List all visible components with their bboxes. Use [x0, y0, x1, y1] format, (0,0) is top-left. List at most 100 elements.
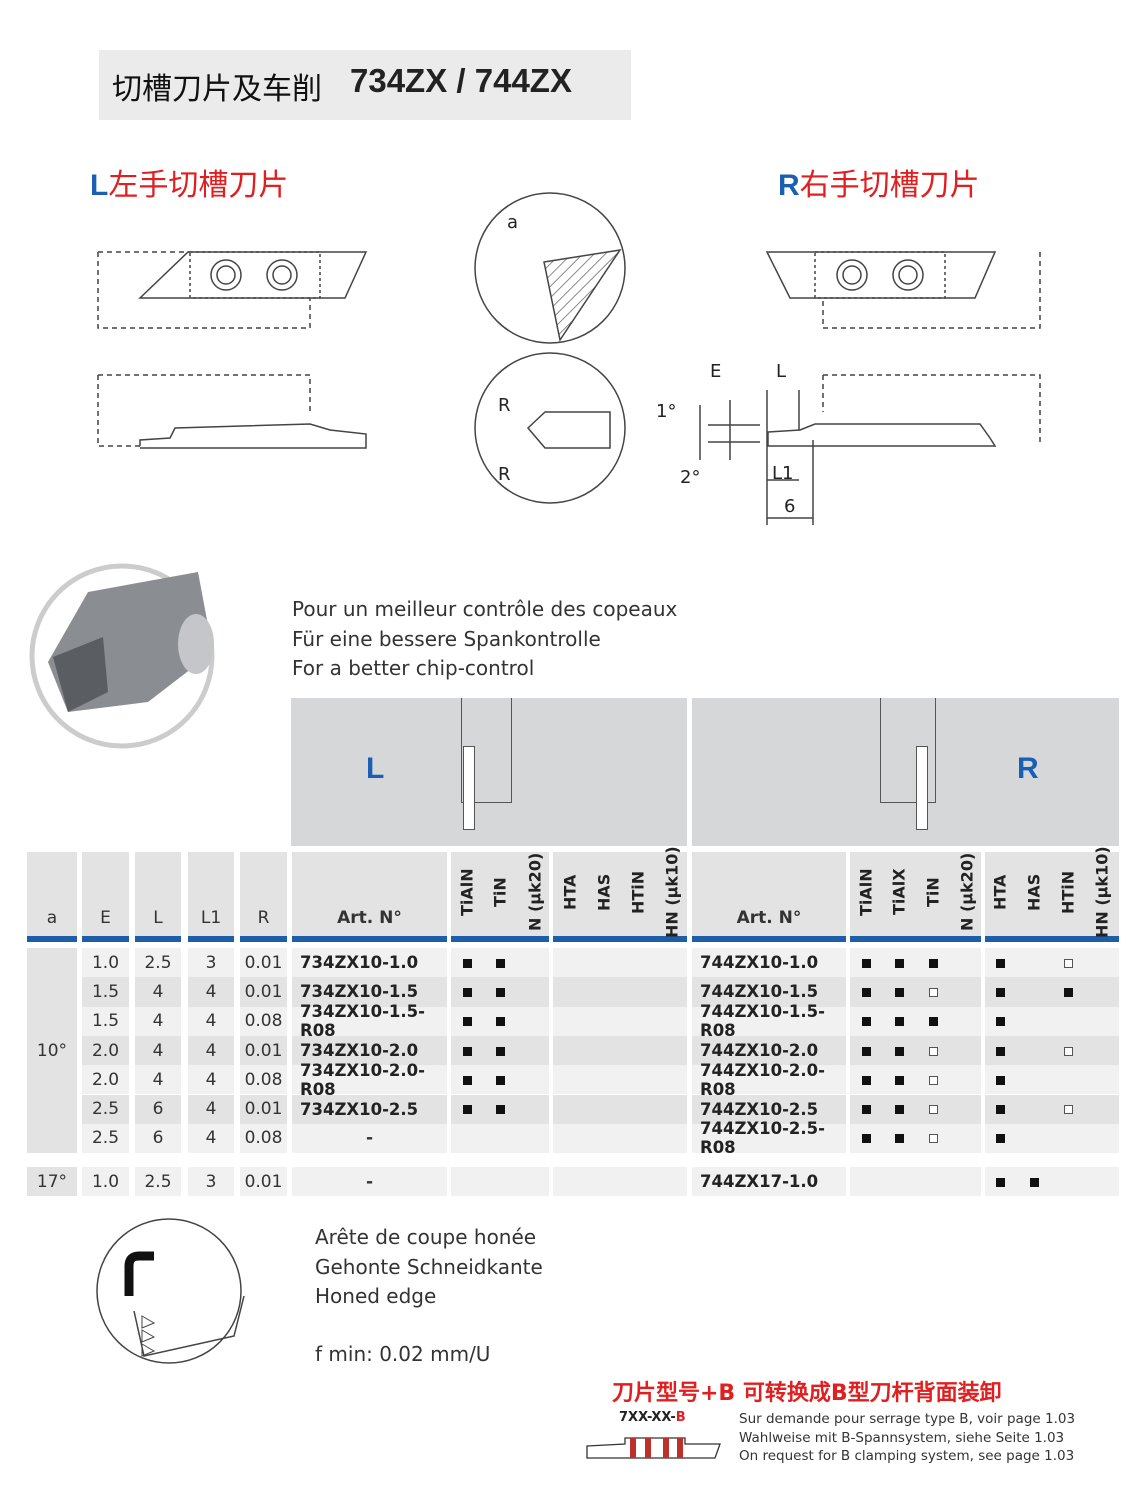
left-art-number: 734ZX10-2.0	[292, 1035, 447, 1066]
coating-cell-group	[553, 948, 687, 978]
dim-L1: 4	[188, 1035, 234, 1066]
fmin-text: f min: 0.02 mm/U	[315, 1342, 491, 1366]
radius-top-label: R	[498, 395, 511, 416]
dim-R: 0.08	[240, 1006, 287, 1036]
angle-2-label: 2°	[680, 467, 701, 488]
angle-a-label: a	[507, 212, 519, 233]
right-hand-box: R	[692, 698, 1119, 846]
available-mark	[895, 958, 904, 968]
angle-cell-17: 17°	[27, 1167, 77, 1196]
coating-cell-group	[985, 1035, 1119, 1066]
chip-control-text: Pour un meilleur contrôle des copeaux Fü…	[292, 595, 677, 684]
dim-R: 0.08	[240, 1065, 287, 1095]
available-mark	[463, 958, 472, 968]
coating-header-group	[451, 852, 549, 936]
available-mark	[996, 1017, 1005, 1027]
honed-fr: Arête de coupe honée	[315, 1225, 537, 1249]
header-divider	[240, 936, 287, 942]
right-hand-text: 右手切槽刀片	[799, 168, 980, 203]
right-art-header: Art. N°	[692, 852, 846, 936]
coating-cell-group	[553, 1065, 687, 1095]
left-art-number: 734ZX10-1.5-R08	[292, 1002, 447, 1040]
coating-cell-group	[553, 1035, 687, 1066]
right-art-number: 744ZX10-2.5-R08	[692, 1119, 846, 1157]
insert-drawings	[97, 192, 1041, 525]
dim-E: 2.0	[82, 1035, 129, 1066]
header-divider	[188, 936, 234, 942]
available-mark	[996, 1075, 1005, 1085]
available-mark	[862, 1017, 871, 1027]
left-coating-header: HTiN	[628, 870, 648, 914]
available-mark	[862, 1134, 871, 1144]
honed-de: Gehonte Schneidkante	[315, 1254, 543, 1279]
left-coating-header: N (μk20)	[525, 852, 545, 932]
b-clamp-drawing	[586, 1437, 721, 1459]
header-divider	[451, 936, 549, 942]
dim-L: 6	[135, 1123, 181, 1154]
right-art-number: 744ZX10-1.5-R08	[692, 1002, 846, 1040]
left-hand-text: 左手切槽刀片	[108, 168, 289, 203]
dim-E: 1.5	[82, 1006, 129, 1036]
dim-L: 2.5	[135, 1167, 181, 1197]
dim-L1: 3	[188, 1167, 234, 1197]
available-mark	[862, 1046, 871, 1056]
right-hand-letter: R	[1017, 752, 1039, 785]
b-note-fr: Sur demande pour serrage type B, voir pa…	[739, 1411, 1076, 1427]
available-mark	[496, 958, 505, 968]
right-art-number: 744ZX10-1.5	[692, 977, 846, 1007]
dim-L1: 4	[188, 1006, 234, 1036]
coating-cell-group	[850, 1006, 981, 1036]
header-divider	[292, 936, 447, 942]
on-request-mark	[929, 1134, 938, 1144]
dim-R: 0.01	[240, 948, 287, 978]
dim-E: 1.0	[82, 1167, 129, 1197]
right-coating-header: HTiN	[1058, 870, 1078, 914]
dim-E: 2.5	[82, 1094, 129, 1124]
dim-E: 2.5	[82, 1123, 129, 1154]
available-mark	[496, 1105, 505, 1115]
available-mark	[463, 987, 472, 997]
on-request-mark	[1064, 1105, 1073, 1115]
header-divider	[82, 936, 129, 942]
right-letter: R	[778, 169, 800, 202]
dim-E: 2.0	[82, 1065, 129, 1095]
dim-E-label: E	[710, 361, 722, 382]
left-art-number: 734ZX10-1.0	[292, 948, 447, 978]
coating-cell-group	[850, 1035, 981, 1066]
left-letter: L	[90, 169, 109, 202]
coating-header-group	[553, 852, 687, 936]
page-title-code: 734ZX / 744ZX	[350, 62, 572, 99]
dim-L1: 4	[188, 1094, 234, 1124]
coating-cell-group	[850, 1065, 981, 1095]
right-coating-header: TiAlX	[889, 868, 909, 916]
right-coating-header: HTA	[990, 874, 1010, 910]
available-mark	[895, 1134, 904, 1144]
available-mark	[895, 1105, 904, 1115]
right-coating-header: TiAlN	[856, 868, 876, 916]
coating-cell-group	[985, 1094, 1119, 1124]
available-mark	[996, 1046, 1005, 1056]
dim-R: 0.01	[240, 977, 287, 1007]
coating-cell-group	[850, 1167, 981, 1197]
available-mark	[496, 987, 505, 997]
dim-L: 2.5	[135, 948, 181, 978]
right-coating-header: HN (μk10)	[1092, 846, 1112, 938]
b-note-de: Wahlweise mit B-Spannsystem, siehe Seite…	[739, 1429, 1065, 1446]
dim-L-label: L	[776, 361, 787, 382]
left-art-number: -	[292, 1167, 447, 1197]
dim-E: 1.5	[82, 977, 129, 1007]
right-coating-header: N (μk20)	[957, 852, 977, 932]
coating-cell-group	[553, 1167, 687, 1197]
available-mark	[463, 1017, 472, 1027]
col-header-3: L1	[188, 852, 234, 936]
right-hand-heading: R右手切槽刀片	[778, 160, 980, 204]
available-mark	[996, 987, 1005, 997]
right-art-number: 744ZX10-2.0	[692, 1035, 846, 1066]
col-header-4: R	[240, 852, 287, 936]
coating-cell-group	[850, 1094, 981, 1124]
dim-R: 0.01	[240, 1094, 287, 1124]
dim-L: 4	[135, 977, 181, 1007]
header-divider	[135, 936, 181, 942]
available-mark	[929, 1017, 938, 1027]
